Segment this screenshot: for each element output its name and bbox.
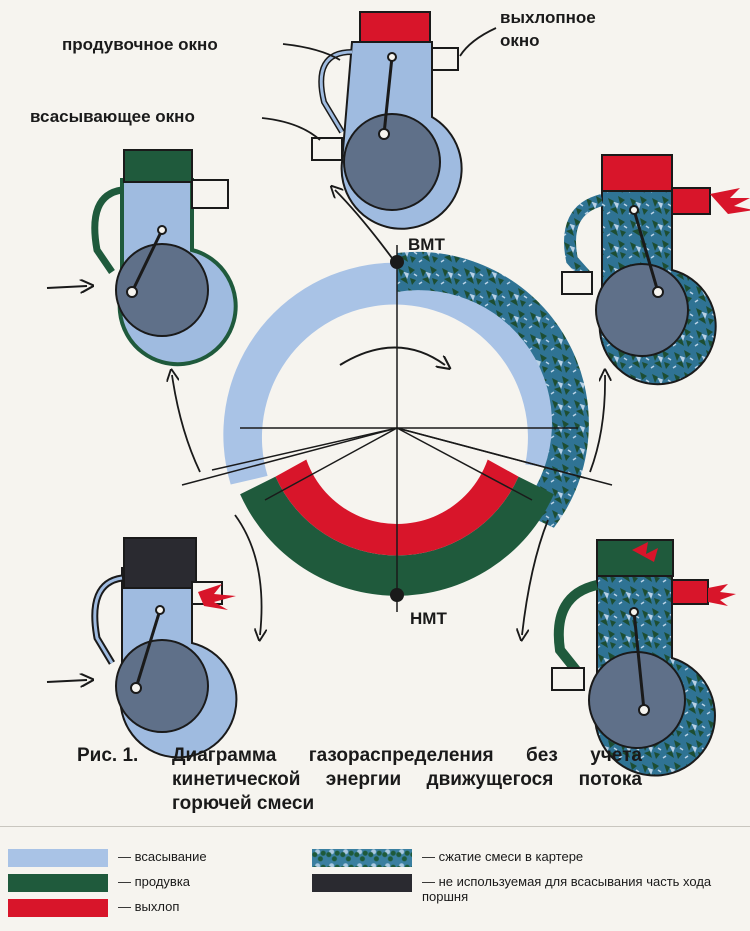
callouts: продувочное окно выхлопное окно всасываю… (30, 8, 596, 141)
engine-lower-right (551, 539, 736, 777)
rotation-arrow (339, 346, 445, 366)
ring-intake-segment (223, 262, 568, 485)
legend-label-unused: — не используемая для всасывания часть х… (422, 874, 712, 904)
legend-label-intake: — всасывание (118, 849, 207, 864)
arrow-to-lower-right (522, 519, 549, 635)
legend-swatch-scavenge (8, 874, 108, 892)
arrow-to-upper-left (172, 375, 201, 473)
legend-swatch-exhaust (8, 899, 108, 917)
figure-number: Рис. 1. (77, 745, 139, 766)
legend-item-intake: — всасывание (8, 849, 207, 867)
legend-swatch-compression (312, 849, 412, 867)
ring-scavenge-segment (240, 476, 554, 596)
ring-compression-segment (397, 251, 589, 528)
intake-port-label: всасывающее окно (30, 107, 195, 126)
arrow-to-upper-right (589, 375, 605, 473)
legend-item-exhaust: — выхлоп (8, 899, 179, 917)
engine-lower-left (46, 537, 238, 759)
transition-arrows (172, 190, 605, 635)
legend-item-unused: — не используемая для всасывания часть х… (312, 874, 742, 904)
legend-label-compression: — сжатие смеси в картере (422, 849, 584, 864)
legend-label-exhaust: — выхлоп (118, 899, 180, 914)
tdc-label: ВМТ (408, 235, 445, 254)
engine-upper-right (561, 154, 750, 386)
exhaust-port-label-line1: выхлопное (500, 8, 596, 27)
legend: — всасывание — продувка — выхлоп — сжати… (0, 826, 750, 931)
legend-item-compression: — сжатие смеси в картере (312, 849, 583, 867)
figure-caption-text: Диаграмма газораспределения без учета ки… (172, 745, 642, 814)
bdc-dot (390, 588, 404, 602)
bdc-label: НМТ (410, 609, 447, 628)
engine-upper-left (46, 149, 238, 367)
timing-ring: ВМТ НМТ (181, 235, 613, 628)
legend-swatch-unused (312, 874, 412, 892)
arrow-to-lower-left (234, 514, 262, 635)
engine-top (311, 11, 463, 230)
legend-label-scavenge: — продувка (118, 874, 191, 889)
legend-swatch-intake (8, 849, 108, 867)
arrow-to-top (335, 190, 393, 259)
legend-item-scavenge: — продувка (8, 874, 190, 892)
scavenge-port-label: продувочное окно (62, 35, 218, 54)
tdc-dot (390, 255, 404, 269)
exhaust-port-label-line2: окно (500, 31, 540, 50)
